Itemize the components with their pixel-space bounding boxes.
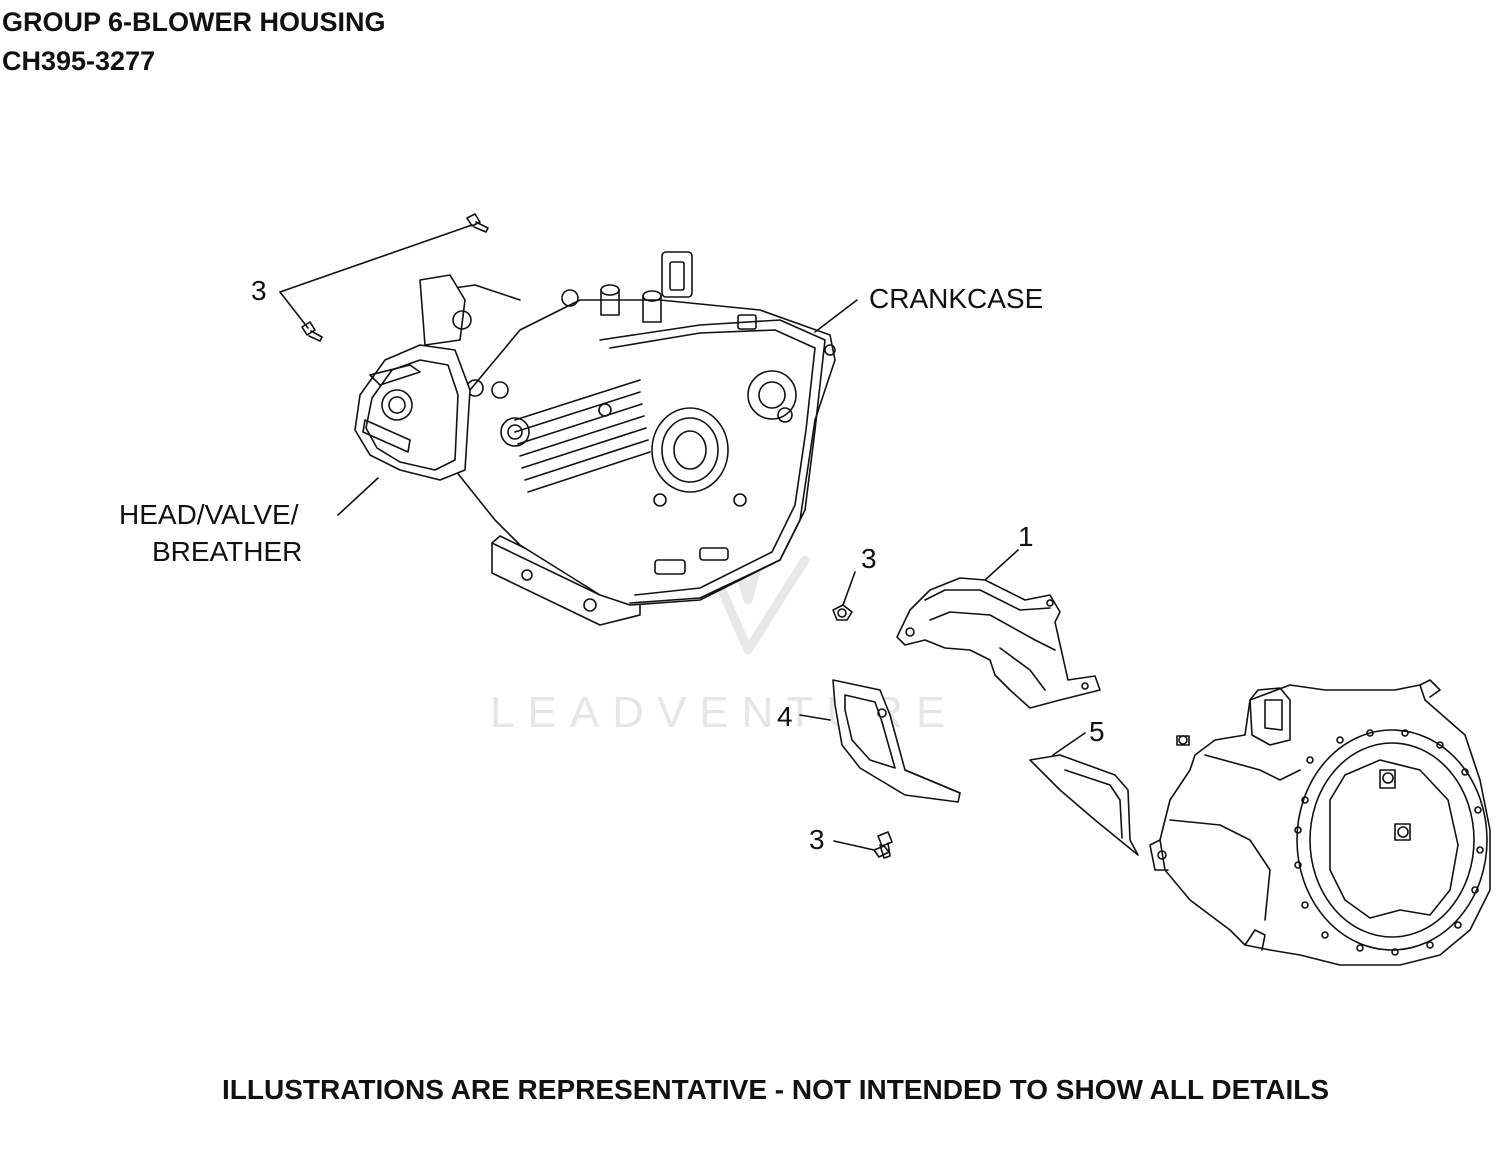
label-head-valve-line2: BREATHER <box>152 536 303 567</box>
label-head-valve-line1: HEAD/VALVE/ <box>119 499 299 530</box>
leader-crankcase <box>815 300 857 332</box>
screw-low <box>874 832 892 858</box>
callout-part-4: 4 <box>777 701 793 732</box>
screw-mid <box>833 605 852 620</box>
crankcase-engine <box>440 252 835 625</box>
blower-housing <box>1150 680 1490 965</box>
leader-screw-low <box>834 841 874 850</box>
callout-screw-top: 3 <box>251 275 267 306</box>
cylinder-head-valve-cover <box>355 275 471 480</box>
part-5-air-guide <box>1030 755 1138 855</box>
diagram-title: GROUP 6-BLOWER HOUSING <box>2 7 386 37</box>
leader-part-1 <box>985 550 1018 580</box>
leader-head-valve-breather <box>338 478 378 515</box>
part-4-baffle <box>833 680 960 802</box>
callout-part-1: 1 <box>1018 521 1034 552</box>
callout-screw-low: 3 <box>809 824 825 855</box>
label-crankcase: CRANKCASE <box>869 283 1044 314</box>
disclaimer-footer: ILLUSTRATIONS ARE REPRESENTATIVE - NOT I… <box>222 1074 1330 1105</box>
leader-screw-top-b <box>280 292 308 328</box>
leader-part-5 <box>1053 733 1085 755</box>
callout-screw-mid: 3 <box>861 543 877 574</box>
leader-screw-mid <box>843 572 855 605</box>
callout-part-5: 5 <box>1089 716 1105 747</box>
leader-part-4 <box>800 715 830 720</box>
model-code: CH395-3277 <box>2 46 156 76</box>
leader-screw-top-a <box>280 225 472 292</box>
part-1-shroud <box>897 578 1100 708</box>
screw-top-pair <box>302 214 488 341</box>
